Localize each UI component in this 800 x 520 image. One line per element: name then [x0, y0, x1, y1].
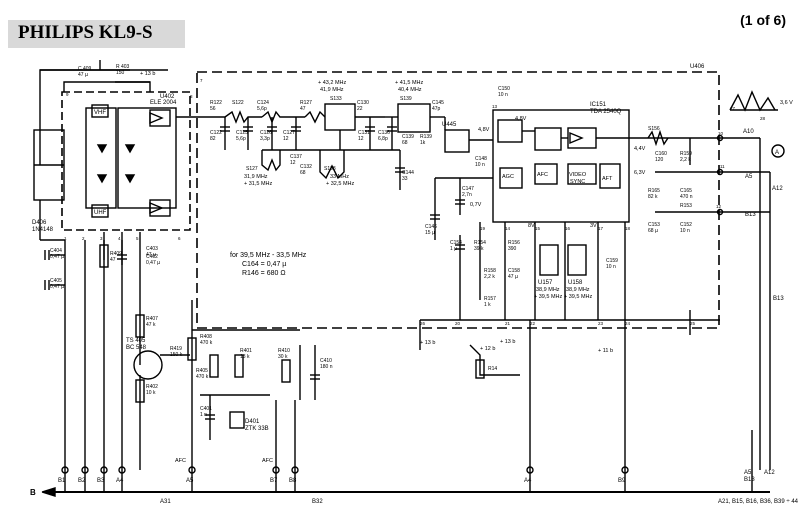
terminal-a5	[188, 466, 196, 474]
ic-block-agc	[499, 167, 523, 189]
tuner-vhf-stage	[85, 107, 117, 209]
terminal-b9	[621, 466, 629, 474]
coil-u157	[539, 244, 559, 276]
terminal-b8	[291, 466, 299, 474]
coil-u158	[567, 244, 587, 276]
tuner-amp-1	[149, 109, 171, 127]
uhf-block	[91, 204, 109, 218]
ic-block-demod	[534, 127, 562, 151]
page-title: PHILIPS KL9-S	[18, 22, 153, 43]
if-unit-boundary	[196, 71, 720, 329]
pin-10	[716, 134, 724, 142]
resistor-r407	[135, 314, 145, 338]
if-coil-s139	[397, 103, 431, 133]
ic-block-input	[497, 119, 523, 143]
if-ic-box	[492, 109, 630, 223]
zener-d401	[229, 411, 245, 429]
resistor-r401	[234, 354, 244, 378]
title-box	[8, 20, 185, 48]
resistor-r408	[187, 337, 197, 361]
transistor-ts405	[133, 350, 163, 380]
pin-5	[716, 168, 724, 176]
resistor-r410	[281, 359, 291, 383]
tuner-uhf-stage	[117, 107, 177, 209]
resistor-r409	[99, 244, 109, 268]
ic-block-aft	[599, 163, 621, 189]
saw-filter	[444, 129, 470, 153]
terminal-a4	[118, 466, 126, 474]
vhf-block	[91, 104, 109, 118]
terminal-b2	[81, 466, 89, 474]
resistor-r402	[135, 379, 145, 403]
page-number: (1 of 6)	[740, 12, 786, 28]
resistor-r405	[209, 354, 219, 378]
pin-16	[716, 208, 724, 216]
terminal-a-circle	[771, 144, 785, 158]
ic-block-sync	[567, 163, 597, 185]
terminal-b7	[272, 466, 280, 474]
terminal-a4-b	[526, 466, 534, 474]
terminal-b3	[100, 466, 108, 474]
ic-block-afc	[534, 163, 558, 185]
resistor-r14	[475, 359, 485, 379]
tuner-boundary	[61, 91, 191, 231]
if-coil-s133	[324, 103, 356, 131]
terminal-b1	[61, 466, 69, 474]
